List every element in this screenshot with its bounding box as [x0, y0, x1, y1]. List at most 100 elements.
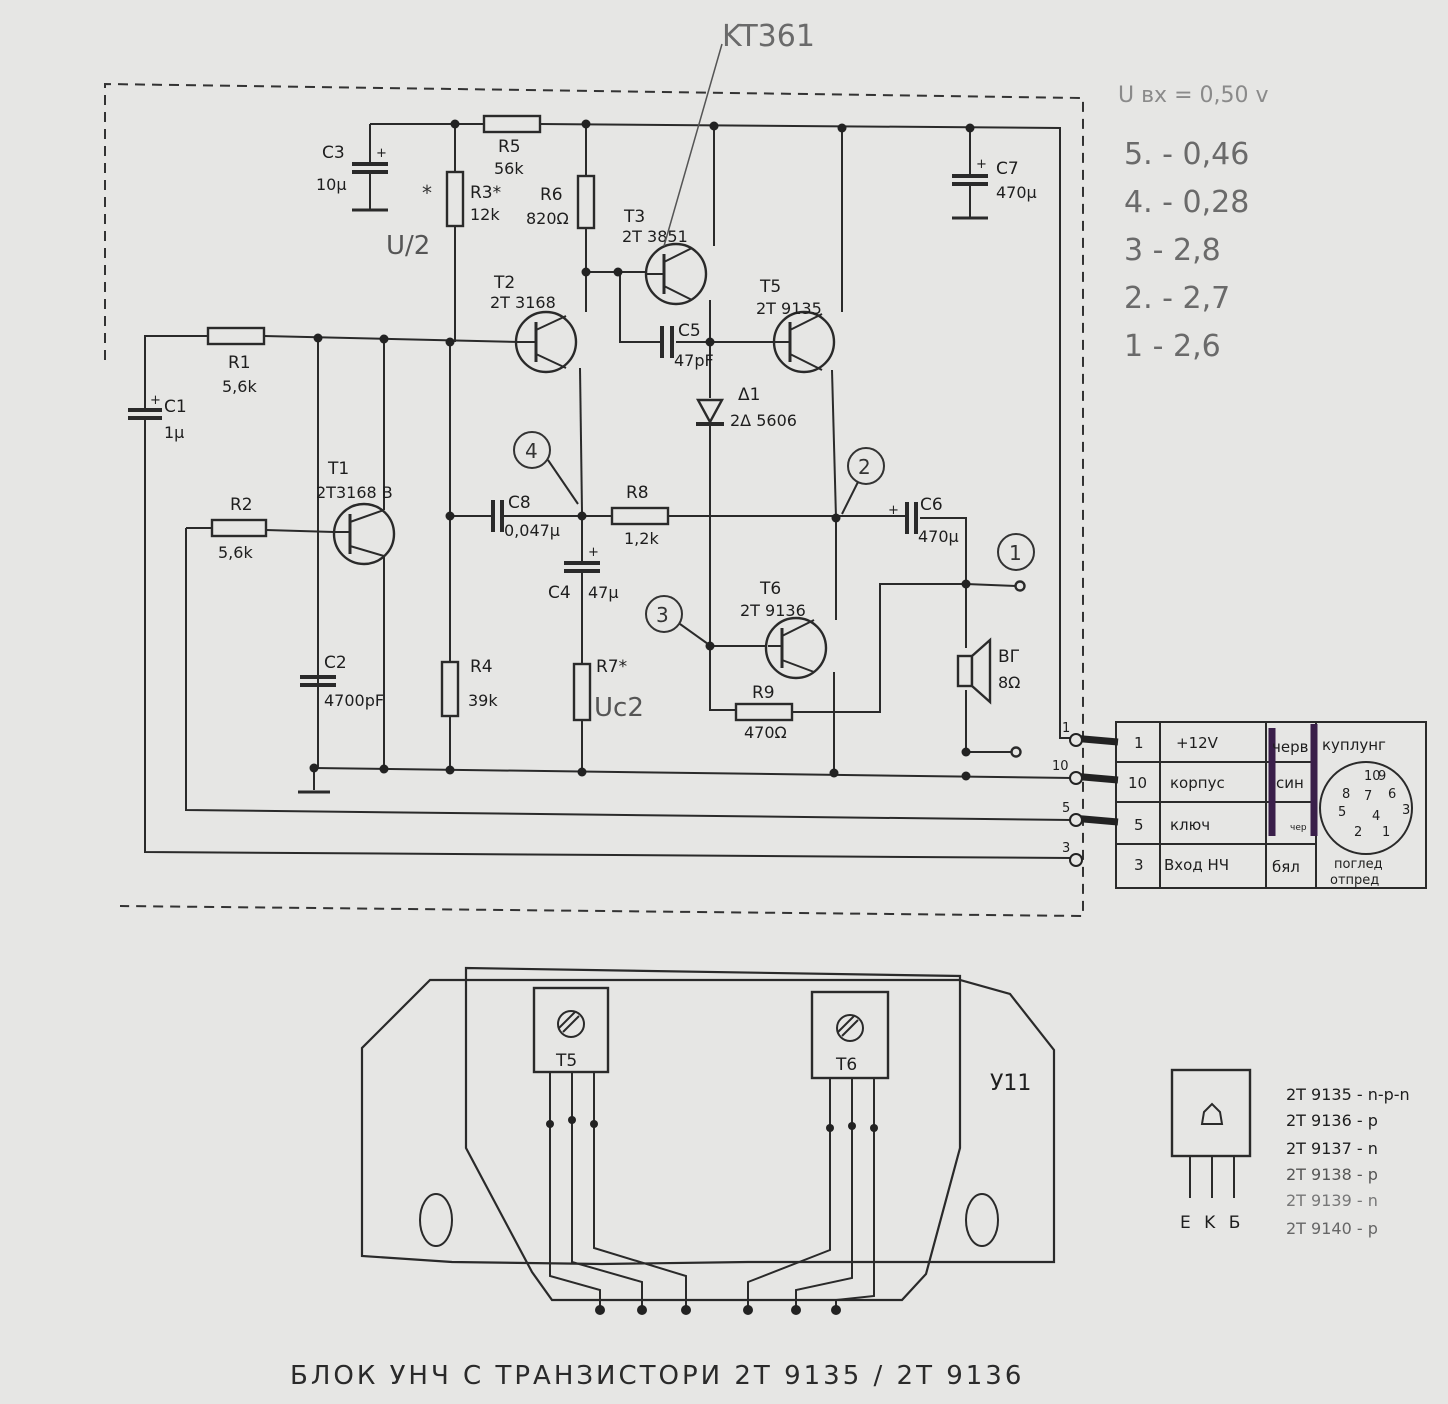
svg-text:4: 4 — [1372, 809, 1380, 824]
svg-text:5. - 0,46: 5. - 0,46 — [1124, 137, 1249, 172]
capacitor-c1: + C1 1µ — [128, 393, 187, 442]
plug-title: куплунг — [1322, 736, 1386, 754]
svg-text:T1: T1 — [327, 459, 349, 479]
svg-text:T5: T5 — [555, 1051, 577, 1071]
svg-text:C2: C2 — [324, 653, 347, 673]
transistor-t6: T6 2T 9136 — [740, 579, 828, 680]
svg-text:Δ1: Δ1 — [738, 385, 760, 405]
svg-text:1µ: 1µ — [164, 423, 184, 442]
svg-text:R2: R2 — [230, 495, 253, 515]
svg-text:3: 3 — [656, 603, 669, 627]
svg-text:1: 1 — [1134, 734, 1144, 752]
resistor-r4: R4 39k — [440, 657, 498, 718]
svg-text:R7*: R7* — [596, 657, 627, 677]
svg-text:1: 1 — [1382, 825, 1390, 840]
speaker-bg: BГ 8Ω — [956, 637, 1020, 705]
svg-text:5: 5 — [1338, 805, 1346, 820]
svg-text:4700pF: 4700pF — [324, 691, 384, 710]
output-terminal-top — [1014, 580, 1026, 592]
test-point-1: 1 — [997, 533, 1035, 571]
svg-text:2: 2 — [1354, 825, 1362, 840]
capacitor-c6: + C6 470µ — [888, 495, 959, 546]
svg-text:*: * — [422, 181, 432, 205]
svg-text:820Ω: 820Ω — [526, 209, 569, 228]
svg-text:8Ω: 8Ω — [998, 673, 1020, 692]
hand-annotations: KT361 U/2 4 2 3 1 U вх = 0,50 v 5. - 0,4… — [386, 19, 1269, 645]
svg-text:2: 2 — [858, 455, 871, 479]
svg-text:56k: 56k — [494, 159, 524, 178]
resistor-r1: R1 5,6k — [206, 326, 266, 396]
transistor-t2: T2 2T 3168 — [490, 273, 578, 374]
svg-text:+: + — [588, 545, 599, 560]
diode-d1: Δ1 2Δ 5606 — [695, 385, 797, 430]
svg-text:2T 9136 - p: 2T 9136 - p — [1286, 1111, 1378, 1130]
svg-text:T2: T2 — [493, 273, 515, 293]
svg-text:4: 4 — [525, 439, 538, 463]
svg-text:черв: черв — [1272, 738, 1308, 756]
svg-text:ключ: ключ — [1170, 816, 1210, 834]
transistor-t1: T1 2T3168 B — [316, 459, 396, 566]
transistor-t3: T3 2T 3851 — [622, 207, 708, 306]
resistor-r8: R8 1,2k — [610, 483, 670, 548]
test-point-2: 2 — [841, 447, 885, 515]
svg-text:R9: R9 — [752, 683, 775, 703]
svg-text:+: + — [976, 157, 987, 172]
svg-text:+: + — [376, 146, 387, 161]
svg-text:Вход НЧ: Вход НЧ — [1164, 856, 1229, 874]
svg-text:6: 6 — [1388, 787, 1396, 802]
transistor-t5: T5 2T 9135 — [756, 277, 836, 374]
svg-text:поглед: поглед — [1334, 857, 1383, 872]
svg-text:C4: C4 — [548, 583, 571, 603]
svg-text:2T 9137 - n: 2T 9137 - n — [1286, 1139, 1378, 1158]
svg-text:C6: C6 — [920, 495, 943, 515]
test-point-4: 4 — [513, 431, 579, 505]
svg-text:3: 3 — [1134, 856, 1144, 874]
svg-text:C7: C7 — [996, 159, 1019, 179]
svg-text:R5: R5 — [498, 137, 521, 157]
svg-text:син: син — [1276, 774, 1304, 792]
svg-text:2T3168 B: 2T3168 B — [316, 483, 393, 502]
svg-text:7: 7 — [1364, 789, 1372, 804]
svg-text:корпус: корпус — [1170, 774, 1225, 792]
svg-text:47pF: 47pF — [674, 351, 714, 370]
svg-text:2T 9138 - p: 2T 9138 - p — [1286, 1165, 1378, 1184]
svg-text:C5: C5 — [678, 321, 701, 341]
svg-text:C1: C1 — [164, 397, 187, 417]
junctions — [309, 119, 975, 781]
board-label: У11 — [990, 1071, 1031, 1096]
svg-text:+: + — [150, 393, 161, 408]
svg-text:5: 5 — [1062, 801, 1070, 816]
connector-row-5: 5 5 ключ чер — [1062, 801, 1307, 834]
svg-text:3: 3 — [1062, 841, 1070, 856]
svg-text:1: 1 — [1062, 721, 1070, 736]
svg-text:2Δ 5606: 2Δ 5606 — [730, 411, 797, 430]
svg-text:2T 9139 - n: 2T 9139 - n — [1286, 1191, 1378, 1210]
svg-text:1: 1 — [1009, 541, 1022, 565]
resistor-r6: R6 820Ω — [526, 174, 596, 230]
wiring — [144, 123, 1073, 859]
svg-text:1 - 2,6: 1 - 2,6 — [1124, 329, 1221, 364]
svg-text:R8: R8 — [626, 483, 649, 503]
plug-front-view: 10 9 8 7 6 5 4 3 2 1 — [1319, 761, 1413, 855]
svg-text:470Ω: 470Ω — [744, 723, 787, 742]
connector-row-10: 10 10 корпус син — [1052, 759, 1304, 792]
resistor-r9: R9 470Ω — [734, 683, 794, 742]
svg-text:47µ: 47µ — [588, 583, 619, 602]
svg-text:5: 5 — [1134, 816, 1144, 834]
svg-text:R6: R6 — [540, 185, 563, 205]
svg-text:T5: T5 — [759, 277, 781, 297]
svg-text:1,2k: 1,2k — [624, 529, 659, 548]
test-point-3: 3 — [645, 595, 709, 645]
resistor-r7: R7* Uc2 — [572, 657, 644, 723]
svg-text:8: 8 — [1342, 787, 1350, 802]
resistor-r5: R5 56k — [482, 114, 542, 178]
svg-text:470µ: 470µ — [996, 183, 1037, 202]
capacitor-c2: C2 4700pF — [300, 653, 384, 710]
connector-row-1: 1 1 +12V черв — [1062, 721, 1308, 756]
svg-text:2T 9135: 2T 9135 — [756, 299, 822, 318]
svg-text:10: 10 — [1052, 759, 1069, 774]
board-t6: T6 — [743, 990, 890, 1315]
svg-text:U вх = 0,50 v: U вх = 0,50 v — [1118, 83, 1269, 108]
svg-text:10: 10 — [1128, 774, 1147, 792]
